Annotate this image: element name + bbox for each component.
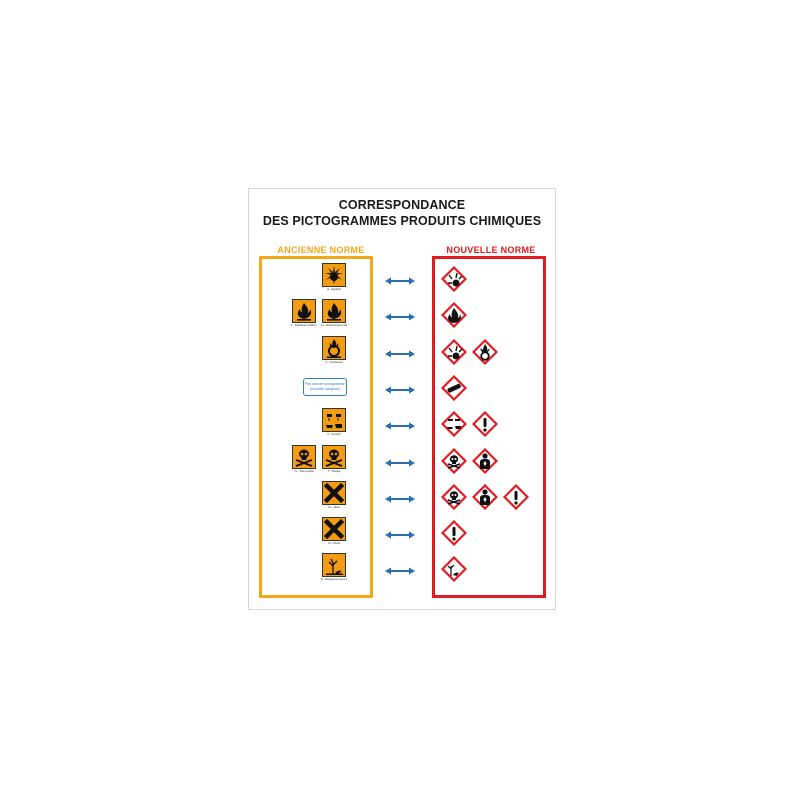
oxidizer-icon bbox=[322, 335, 346, 360]
title-line-1: CORRESPONDANCE bbox=[338, 198, 466, 212]
pictogram-caption: F+ - Extrêmement inflammable bbox=[321, 324, 347, 328]
correspondence-row: E - Explosif bbox=[249, 263, 557, 295]
old-pictogram-cell: Pas d'ancien pictogramme(nouvelle catégo… bbox=[262, 372, 370, 404]
pictogram-caption: T+ - Très toxique bbox=[294, 469, 314, 473]
ghs-gas-cylinder-icon bbox=[441, 374, 467, 401]
ghs-skull-icon bbox=[441, 483, 467, 510]
explosive-icon bbox=[322, 263, 346, 287]
correspondence-row: O - Comburant bbox=[249, 335, 557, 368]
note-line-1: Pas d'ancien pictogramme bbox=[305, 381, 345, 386]
ghs-health-hazard-icon bbox=[472, 447, 498, 474]
skull-icon bbox=[292, 444, 316, 469]
double-arrow-icon bbox=[385, 273, 415, 285]
pictogram-caption: Xi - Irritant bbox=[328, 542, 340, 546]
pictogram-caption: C - Corrosif bbox=[327, 433, 341, 437]
poster-title: CORRESPONDANCE DES PICTOGRAMMES PRODUITS… bbox=[249, 197, 555, 229]
ghs-flame-icon bbox=[441, 302, 467, 329]
new-standard-heading: NOUVELLE NORME bbox=[446, 245, 536, 255]
ghs-exploding-bomb-icon bbox=[441, 338, 467, 365]
old-pictogram-cell: Xi - Irritant bbox=[262, 517, 370, 549]
old-pictogram-cell: E - Explosif bbox=[262, 263, 370, 295]
correspondence-row: F - Facilement inflammable F+ - Extrêmeme… bbox=[249, 299, 557, 331]
correspondence-row: Xi - Irritant bbox=[249, 517, 557, 549]
correspondence-row: Pas d'ancien pictogramme(nouvelle catégo… bbox=[249, 372, 557, 404]
double-arrow-icon bbox=[385, 563, 415, 575]
poster-sheet: CORRESPONDANCE DES PICTOGRAMMES PRODUITS… bbox=[248, 188, 556, 610]
correspondence-row: Xn - Nocif bbox=[249, 480, 557, 513]
pictogram-caption: F - Facilement inflammable bbox=[291, 324, 317, 328]
ghs-exclamation-icon bbox=[472, 411, 498, 438]
old-standard-heading: ANCIENNE NORME bbox=[277, 245, 365, 255]
correspondence-row: T+ - Très toxique T - Toxique bbox=[249, 444, 557, 477]
pictogram-caption: N - Dangereux pour l'environnement bbox=[321, 578, 347, 582]
ghs-exclamation-icon bbox=[441, 520, 467, 547]
old-pictogram-cell: Xn - Nocif bbox=[262, 480, 370, 513]
old-pictogram-cell: F - Facilement inflammable F+ - Extrêmeme… bbox=[262, 299, 370, 331]
old-pictogram-cell: N - Dangereux pour l'environnement bbox=[262, 553, 370, 585]
pictogram-caption: E - Explosif bbox=[327, 288, 341, 291]
note-line-2: (nouvelle catégorie) bbox=[310, 386, 340, 391]
flame-icon bbox=[322, 299, 346, 324]
double-arrow-icon bbox=[385, 382, 415, 394]
title-line-2: DES PICTOGRAMMES PRODUITS CHIMIQUES bbox=[262, 214, 542, 228]
correspondence-row: C - Corrosif bbox=[249, 408, 557, 440]
ghs-environment-icon bbox=[441, 556, 467, 583]
environment-icon bbox=[322, 553, 346, 578]
double-arrow-icon bbox=[385, 309, 415, 321]
cross-icon bbox=[322, 480, 346, 505]
ghs-skull-icon bbox=[441, 447, 467, 474]
no-old-pictogram-note: Pas d'ancien pictogramme(nouvelle catégo… bbox=[303, 377, 347, 396]
pictogram-caption: Xn - Nocif bbox=[328, 505, 340, 509]
cross-icon bbox=[322, 517, 346, 542]
skull-icon bbox=[322, 444, 346, 469]
ghs-flame-over-circle-icon bbox=[472, 338, 498, 365]
old-pictogram-cell: T+ - Très toxique T - Toxique bbox=[262, 444, 370, 477]
corrosive-icon bbox=[322, 408, 346, 433]
double-arrow-icon bbox=[385, 455, 415, 466]
double-arrow-icon bbox=[385, 418, 415, 430]
double-arrow-icon bbox=[385, 491, 415, 503]
ghs-exploding-bomb-icon bbox=[441, 266, 467, 292]
pictogram-caption: O - Comburant bbox=[325, 360, 343, 364]
double-arrow-icon bbox=[385, 527, 415, 539]
ghs-health-hazard-icon bbox=[472, 483, 498, 510]
old-standard-column bbox=[259, 256, 373, 598]
double-arrow-icon bbox=[385, 346, 415, 358]
flame-icon bbox=[292, 299, 316, 324]
pictogram-caption: T - Toxique bbox=[327, 469, 341, 473]
ghs-corrosion-icon bbox=[441, 411, 467, 438]
old-pictogram-cell: O - Comburant bbox=[262, 335, 370, 368]
correspondence-row: N - Dangereux pour l'environnement bbox=[249, 553, 557, 585]
ghs-exclamation-icon bbox=[503, 483, 529, 510]
old-pictogram-cell: C - Corrosif bbox=[262, 408, 370, 440]
